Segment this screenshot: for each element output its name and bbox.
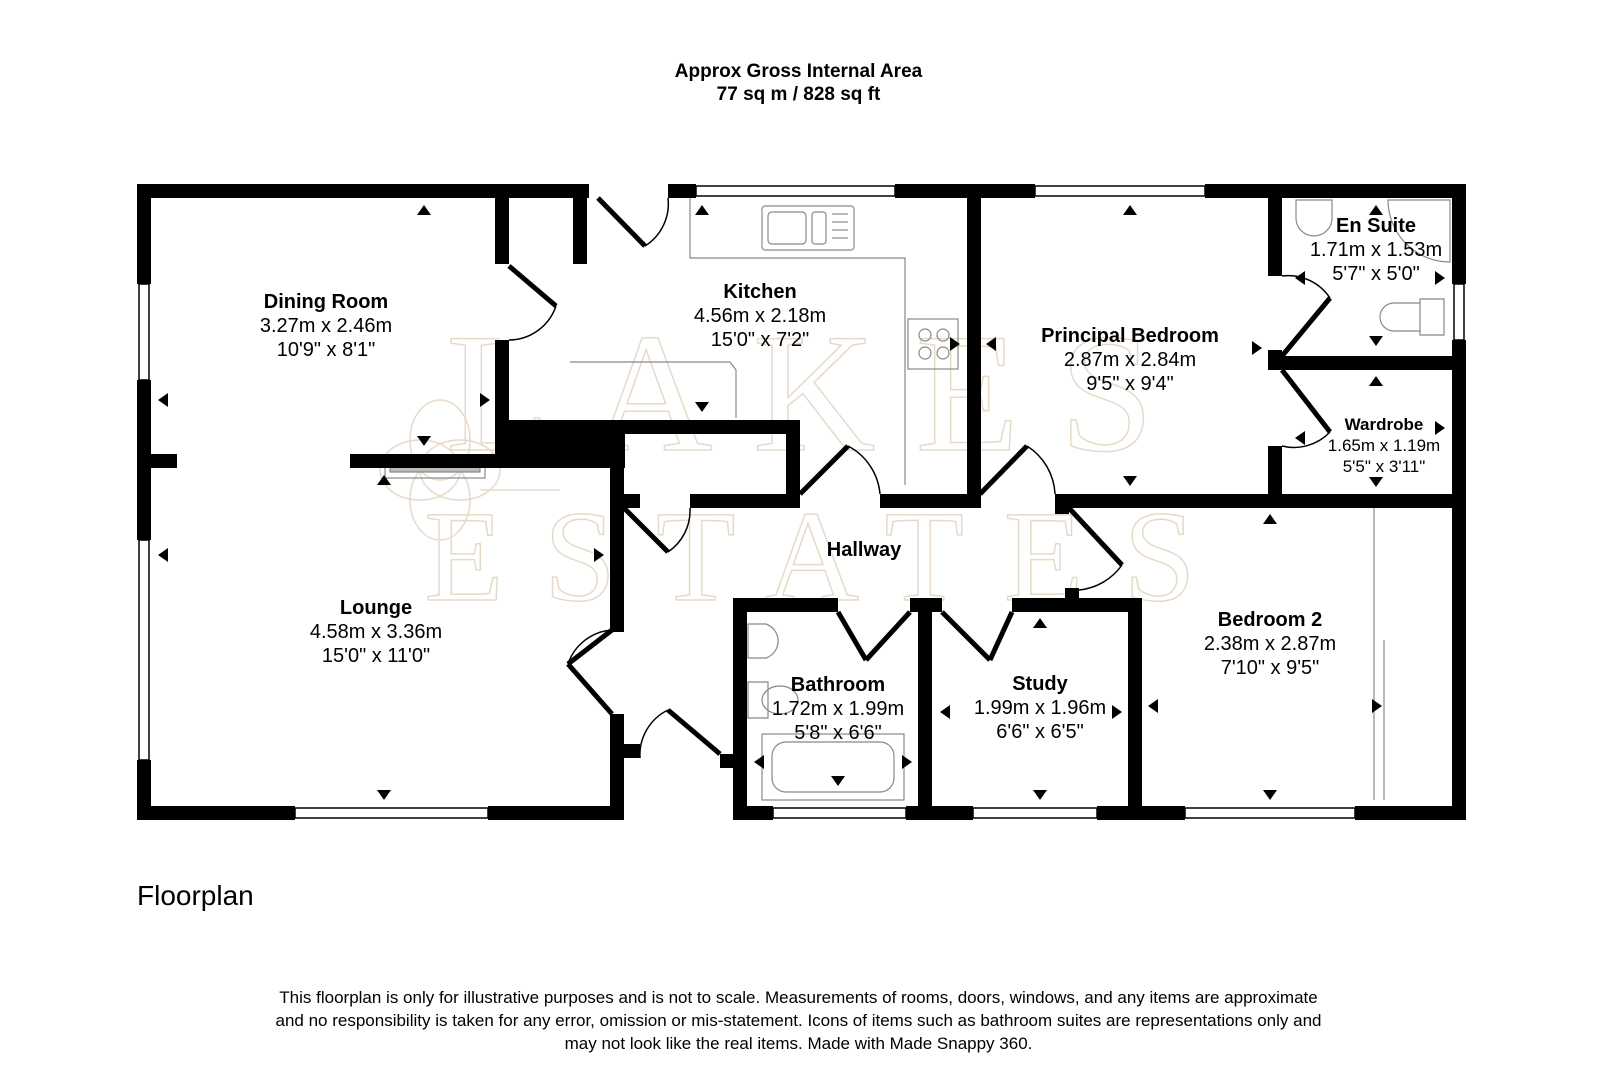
room-label-dining-room: Dining Room 3.27m x 2.46m 10'9" x 8'1": [259, 291, 393, 361]
door: [596, 196, 647, 248]
room-label-en-suite: En Suite 1.71m x 1.53m 5'7" x 5'0": [1309, 215, 1443, 285]
room-label-study: Study 1.99m x 1.96m 6'6" x 6'5": [973, 673, 1107, 743]
window: [1453, 283, 1465, 341]
window: [972, 807, 1098, 819]
room-label-lounge: Lounge 4.58m x 3.36m 15'0" x 11'0": [309, 597, 443, 667]
area-value: 77 sq m / 828 sq ft: [716, 84, 881, 105]
window: [1184, 807, 1356, 819]
window: [1034, 185, 1206, 197]
bath-toilet-icon: [747, 681, 769, 719]
disclaimer-line: and no responsibility is taken for any e…: [275, 1011, 1322, 1030]
door: [1067, 506, 1124, 567]
ensuite-toilet-icon: [1419, 298, 1445, 336]
ensuite-shower-icon: [1387, 199, 1451, 263]
bath-basin-icon: [747, 623, 779, 659]
door: [566, 628, 614, 666]
fixtures: [384, 198, 1451, 801]
room-label-wardrobe: Wardrobe 1.65m x 1.19m 5'5" x 3'11": [1327, 415, 1441, 476]
windows: [138, 185, 1465, 819]
window: [695, 185, 896, 197]
window: [138, 539, 150, 761]
door: [864, 610, 912, 662]
kitchen-counter: [689, 198, 906, 485]
room-label-bathroom: Bathroom 1.72m x 1.99m 5'8" x 6'6": [771, 674, 905, 744]
room-label-principal-bedroom: Principal Bedroom 2.87m x 2.84m 9'5" x 9…: [1041, 325, 1219, 395]
window: [294, 807, 489, 819]
door: [798, 444, 850, 496]
disclaimer-line: This floorplan is only for illustrative …: [279, 988, 1318, 1007]
door: [987, 610, 1015, 662]
door: [1280, 368, 1332, 434]
area-header: Approx Gross Internal Area 77 sq m / 828…: [0, 60, 1597, 106]
disclaimer-line: may not look like the real items. Made w…: [564, 1034, 1033, 1053]
door: [566, 662, 614, 716]
room-label-kitchen: Kitchen 4.56m x 2.18m 15'0" x 7'2": [693, 281, 827, 351]
ensuite-basin-icon: [1295, 199, 1333, 237]
door: [666, 708, 722, 756]
door: [507, 264, 558, 308]
window: [772, 807, 907, 819]
room-label-hallway: Hallway: [826, 539, 902, 561]
door: [622, 506, 670, 554]
area-title: Approx Gross Internal Area: [674, 61, 923, 82]
floorplan-title: Floorplan: [137, 880, 254, 911]
kitchen-island: [570, 361, 737, 418]
kitchen-sink-icon: [761, 205, 855, 251]
door: [835, 610, 869, 662]
walls: [137, 184, 1466, 820]
door: [978, 444, 1029, 496]
door: [940, 610, 992, 662]
window: [138, 283, 150, 381]
room-label-bedroom-2: Bedroom 2 2.38m x 2.87m 7'10" x 9'5": [1203, 609, 1337, 679]
dimension-arrows: [158, 205, 1445, 800]
door: [1280, 296, 1332, 358]
doors: [507, 196, 1332, 759]
disclaimer: This floorplan is only for illustrative …: [0, 986, 1597, 1055]
